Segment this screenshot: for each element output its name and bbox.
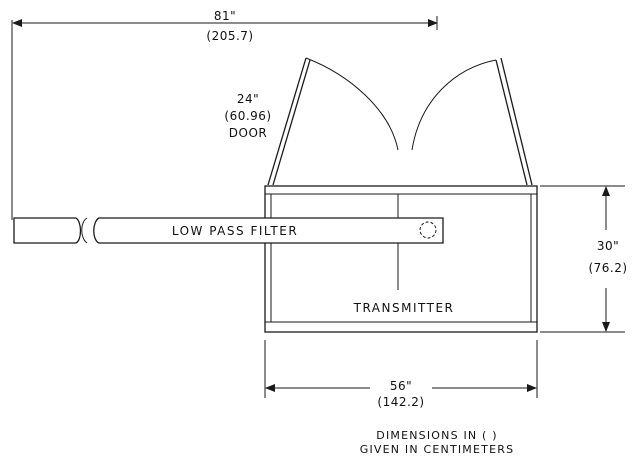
- right-door-panel-inner: [500, 57, 533, 186]
- left-door-panel-inner: [272, 59, 311, 186]
- left-door-swing-arc: [305, 57, 399, 151]
- door-inches: 24": [237, 92, 259, 106]
- right-door-swing-arc: [411, 59, 497, 151]
- cabinet-width-inches: 56": [390, 379, 412, 393]
- cabinet-width-cm: (142.2): [377, 395, 424, 409]
- left-door-panel-outer: [267, 57, 307, 186]
- filter-connector-circle: [419, 221, 437, 239]
- overall-width-inches: 81": [214, 9, 236, 23]
- cabinet-outline: [264, 185, 538, 333]
- low-pass-filter: LOW PASS FILTER: [13, 217, 444, 244]
- height-cm: (76.2): [588, 261, 627, 275]
- note-line-1: DIMENSIONS IN ( ): [376, 429, 497, 442]
- doors: 24" (60.96) DOOR: [224, 57, 533, 186]
- note-line-2: GIVEN IN CENTIMETERS: [360, 443, 515, 456]
- filter-label: LOW PASS FILTER: [172, 224, 298, 238]
- height-inches: 30": [597, 239, 619, 253]
- overall-width-cm: (205.7): [206, 29, 253, 43]
- units-note: DIMENSIONS IN ( ) GIVEN IN CENTIMETERS: [360, 429, 515, 456]
- filter-tube: [93, 217, 444, 244]
- height-dimension: 30" (76.2): [540, 185, 627, 333]
- filter-break-mark: [81, 217, 88, 244]
- right-door-panel-outer: [495, 59, 528, 186]
- transmitter-label: TRANSMITTER: [353, 301, 455, 315]
- door-label: DOOR: [229, 126, 267, 140]
- door-cm: (60.96): [224, 109, 271, 123]
- cabinet-width-dimension: 56" (142.2): [264, 340, 538, 409]
- overall-width-dimension: 81" (205.7): [11, 9, 438, 220]
- filter-left-stub: [13, 217, 82, 244]
- transmitter-cabinet: TRANSMITTER: [264, 185, 538, 333]
